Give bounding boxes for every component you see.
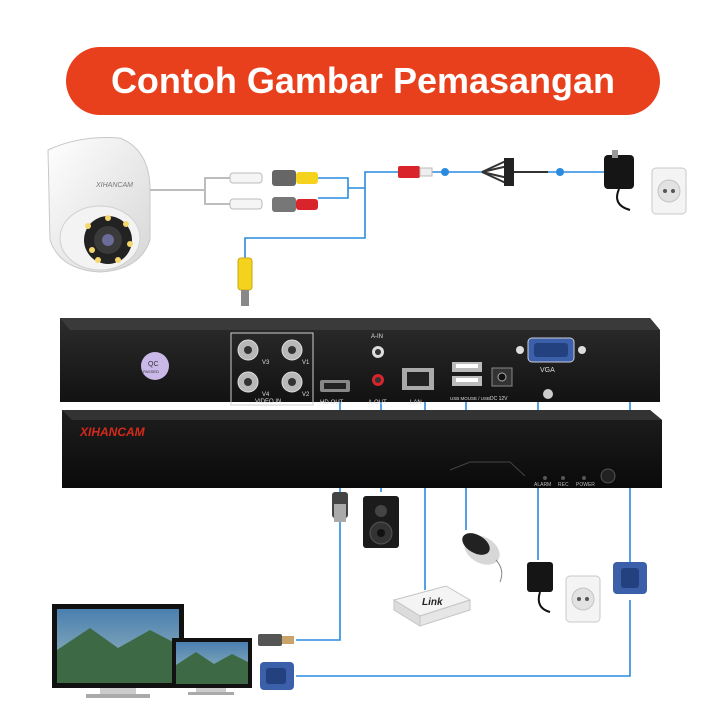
svg-text:V3: V3 [262, 360, 270, 366]
wall-socket-top [652, 168, 686, 214]
svg-text:DC 12V: DC 12V [490, 396, 508, 402]
red-dc-plug [272, 197, 318, 212]
svg-text:V2: V2 [302, 392, 310, 398]
svg-text:A-IN: A-IN [371, 334, 383, 340]
dc-female-plug [398, 166, 432, 178]
svg-text:V1: V1 [302, 360, 310, 366]
hdmi-plug-monitor [258, 634, 294, 646]
qc-sticker: QC PASSED [141, 352, 169, 380]
vga-cable-plug [613, 562, 647, 594]
yellow-bnc-plug [272, 170, 318, 186]
svg-text:USB MOUSE / USB: USB MOUSE / USB [450, 396, 490, 401]
router-label: Link [422, 597, 443, 608]
svg-text:V4: V4 [262, 392, 270, 398]
yellow-bnc-to-dvr [238, 258, 252, 306]
monitor-small [172, 638, 252, 695]
power-adapter-bottom [527, 562, 553, 612]
svg-text:A-OUT: A-OUT [368, 400, 387, 406]
svg-text:QC: QC [148, 361, 159, 368]
svg-text:ALARM: ALARM [534, 482, 551, 488]
white-connector [230, 173, 262, 209]
hdmi-cable-plug [332, 492, 348, 522]
speaker [363, 496, 399, 548]
dvr-brand: XIHANCAM [79, 425, 146, 439]
dvr-unit: XIHANCAM ALARM REC POWER QC PASSED V1 V2… [60, 318, 662, 488]
camera-pigtail [150, 178, 230, 204]
power-splitter [482, 158, 548, 186]
camera-brand: XIHANCAM [95, 182, 133, 189]
svg-text:POWER: POWER [576, 482, 595, 488]
router: Link [394, 586, 470, 626]
svg-text:REC: REC [558, 482, 569, 488]
wall-socket-bottom [566, 576, 600, 622]
mouse [459, 529, 505, 582]
monitor-large [52, 604, 184, 698]
dome-camera: XIHANCAM [48, 138, 150, 273]
vga-plug-monitor [260, 662, 294, 690]
svg-text:HD-OUT: HD-OUT [320, 400, 344, 406]
power-adapter-top [604, 150, 634, 210]
video-in-label: VIDEO IN [255, 399, 281, 405]
svg-text:PASSED: PASSED [143, 369, 159, 374]
svg-text:VGA: VGA [540, 367, 555, 374]
svg-text:LAN: LAN [410, 400, 422, 406]
